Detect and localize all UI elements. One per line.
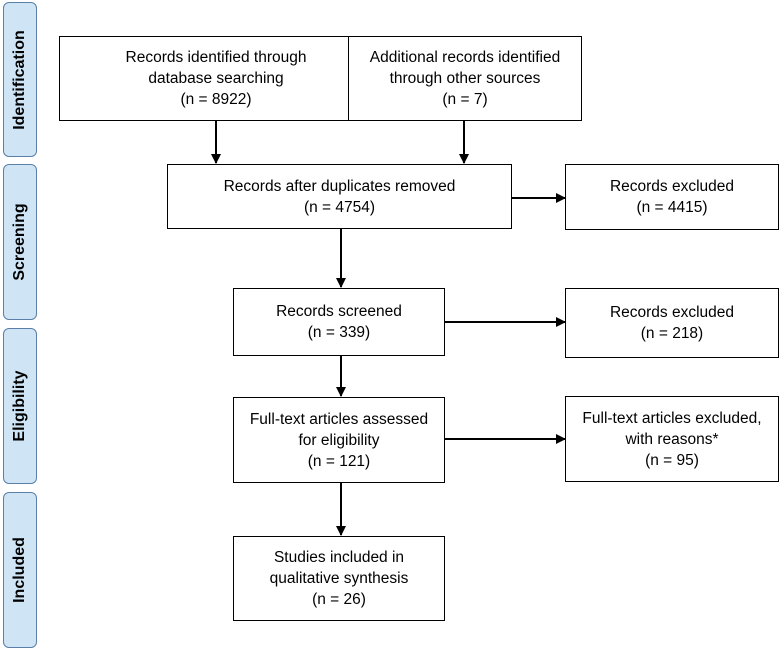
phase-identification-label: Identification [11,29,28,130]
box-fulltext-assessed: Full-text articles assessed for eligibil… [233,397,445,483]
box-other-count: (n = 7) [442,91,488,108]
box-duplicates-count: (n = 4754) [303,198,376,216]
phase-eligibility-label: Eligibility [11,370,28,442]
box-screened-line1: Records screened [276,303,402,320]
box-fulltext-line2: for eligibility [298,431,380,449]
phase-screening-label: Screening [11,203,28,281]
box-duplicates-line1: Records after duplicates removed [223,177,456,195]
phase-identification: Identification [3,2,37,157]
box-fulltext-excluded: Full-text articles excluded, with reason… [565,396,779,482]
box-excluded3-line1: Full-text articles excluded, [582,409,762,427]
box-other-line1: Additional records identified [369,49,561,66]
box-included-count: (n = 26) [312,591,366,608]
box-database-count: (n = 8922) [180,91,252,108]
phase-screening: Screening [3,164,37,320]
box-studies-included: Studies included in qualitative synthesi… [233,536,445,621]
box-records-screened: Records screened (n = 339) [233,288,445,356]
phase-included-label: Included [11,537,28,603]
box-after-duplicates: Records after duplicates removed (n = 47… [167,164,512,229]
box-database-line1: Records identified through [125,49,307,66]
box-database-line2: database searching [148,70,284,87]
box-excluded3-line2: with reasons* [625,430,719,448]
box-excluded1-line1: Records excluded [609,178,735,195]
box-database-records: Records identified through database sear… [59,36,373,121]
box-other-line2: through other sources [389,70,541,87]
box-excluded3-count: (n = 95) [645,451,699,469]
box-fulltext-line1: Full-text articles assessed [249,410,429,428]
box-records-excluded-2: Records excluded (n = 218) [565,288,779,358]
box-excluded1-count: (n = 4415) [636,199,708,216]
phase-included: Included [3,492,37,648]
box-excluded2-line1: Records excluded [609,304,735,321]
box-other-sources: Additional records identified through ot… [348,36,582,121]
box-included-line2: qualitative synthesis [269,570,409,587]
phase-eligibility: Eligibility [3,328,37,484]
box-screened-count: (n = 339) [307,324,371,341]
box-included-line1: Studies included in [273,549,405,566]
box-records-excluded-1: Records excluded (n = 4415) [565,164,779,230]
box-excluded2-count: (n = 218) [640,325,704,342]
box-fulltext-count: (n = 121) [307,452,371,470]
